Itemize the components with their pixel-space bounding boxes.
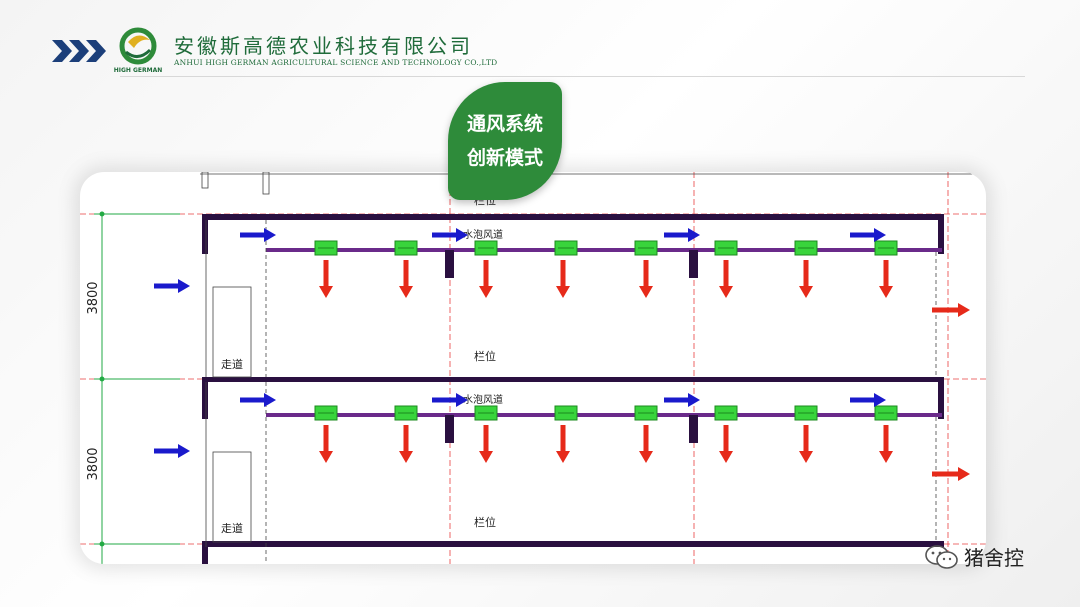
inflow-arrow xyxy=(240,393,276,407)
fan-group xyxy=(314,240,898,463)
downflow-arrow xyxy=(879,425,893,463)
header: HIGH GERMAN 安徽斯高德农业科技有限公司 ANHUI HIGH GER… xyxy=(0,0,1080,80)
inflow-arrow xyxy=(664,393,700,407)
fan-unit xyxy=(474,240,498,256)
watermark: 猪舍控 xyxy=(924,542,1024,571)
fan-unit xyxy=(794,240,818,256)
badge-line-2: 创新模式 xyxy=(466,147,543,169)
fan-unit xyxy=(874,240,898,256)
badge-line-1: 通风系统 xyxy=(466,113,543,135)
fan-unit xyxy=(554,405,578,421)
downflow-arrow xyxy=(479,260,493,298)
downflow-arrow xyxy=(639,425,653,463)
company-logo-icon: HIGH GERMAN xyxy=(114,27,163,74)
floor-plan-diagram: 3800 3800 走道 栏位 栏位 水泡风道 xyxy=(80,172,986,564)
exhaust-arrow-group xyxy=(932,303,970,481)
downflow-arrow xyxy=(639,260,653,298)
downflow-arrow xyxy=(319,260,333,298)
downflow-arrow xyxy=(799,425,813,463)
fan-unit xyxy=(794,405,818,421)
fan-unit xyxy=(314,240,338,256)
inflow-arrow xyxy=(154,279,190,293)
wechat-icon xyxy=(925,544,958,569)
fan-unit xyxy=(714,405,738,421)
company-name-en: ANHUI HIGH GERMAN AGRICULTURAL SCIENCE A… xyxy=(174,58,498,67)
pen-label: 栏位 xyxy=(474,349,496,363)
fan-unit xyxy=(714,240,738,256)
watermark-text: 猪舍控 xyxy=(964,546,1024,570)
downflow-arrow xyxy=(719,260,733,298)
downflow-arrow xyxy=(556,260,570,298)
inflow-arrow xyxy=(664,228,700,242)
fan-unit xyxy=(634,240,658,256)
room-lower: 走道 栏位 水泡风道 xyxy=(202,379,944,564)
company-name-cn: 安徽斯高德农业科技有限公司 xyxy=(174,34,473,58)
dimension-label: 3800 xyxy=(86,447,101,480)
grid-lines xyxy=(80,172,986,564)
fan-unit xyxy=(394,240,418,256)
fan-unit xyxy=(634,405,658,421)
downflow-arrow xyxy=(399,425,413,463)
header-divider xyxy=(120,76,1025,77)
corridor-label: 走道 xyxy=(221,357,243,371)
fan-unit xyxy=(554,240,578,256)
title-badge: 通风系统 创新模式 xyxy=(448,82,562,200)
downflow-arrow xyxy=(556,425,570,463)
inflow-arrow xyxy=(240,228,276,242)
corridor-label: 走道 xyxy=(221,521,243,535)
dimension-label: 3800 xyxy=(86,281,101,314)
floor-plan-card: 3800 3800 走道 栏位 栏位 水泡风道 xyxy=(80,172,986,564)
fan-unit xyxy=(874,405,898,421)
fan-unit xyxy=(314,405,338,421)
downflow-arrow xyxy=(479,425,493,463)
downflow-arrow xyxy=(719,425,733,463)
svg-text:HIGH GERMAN: HIGH GERMAN xyxy=(114,67,163,74)
chevron-arrows-icon xyxy=(52,40,106,62)
channel-label: 水泡风道 xyxy=(463,393,503,406)
inflow-arrow xyxy=(850,228,886,242)
downflow-arrow xyxy=(799,260,813,298)
inflow-arrow xyxy=(432,393,468,407)
inflow-arrow xyxy=(432,228,468,242)
inflow-arrow xyxy=(850,393,886,407)
inflow-arrow xyxy=(154,444,190,458)
downflow-arrow xyxy=(399,260,413,298)
dimension-line xyxy=(94,211,180,564)
fan-unit xyxy=(474,405,498,421)
inflow-arrow-group xyxy=(154,228,886,458)
exhaust-arrow xyxy=(932,303,970,317)
pen-label: 栏位 xyxy=(474,515,496,529)
channel-label: 水泡风道 xyxy=(463,228,503,241)
room-upper: 走道 栏位 栏位 水泡风道 xyxy=(202,193,944,382)
downflow-arrow xyxy=(319,425,333,463)
fan-unit xyxy=(394,405,418,421)
downflow-arrow xyxy=(879,260,893,298)
exhaust-arrow xyxy=(932,467,970,481)
